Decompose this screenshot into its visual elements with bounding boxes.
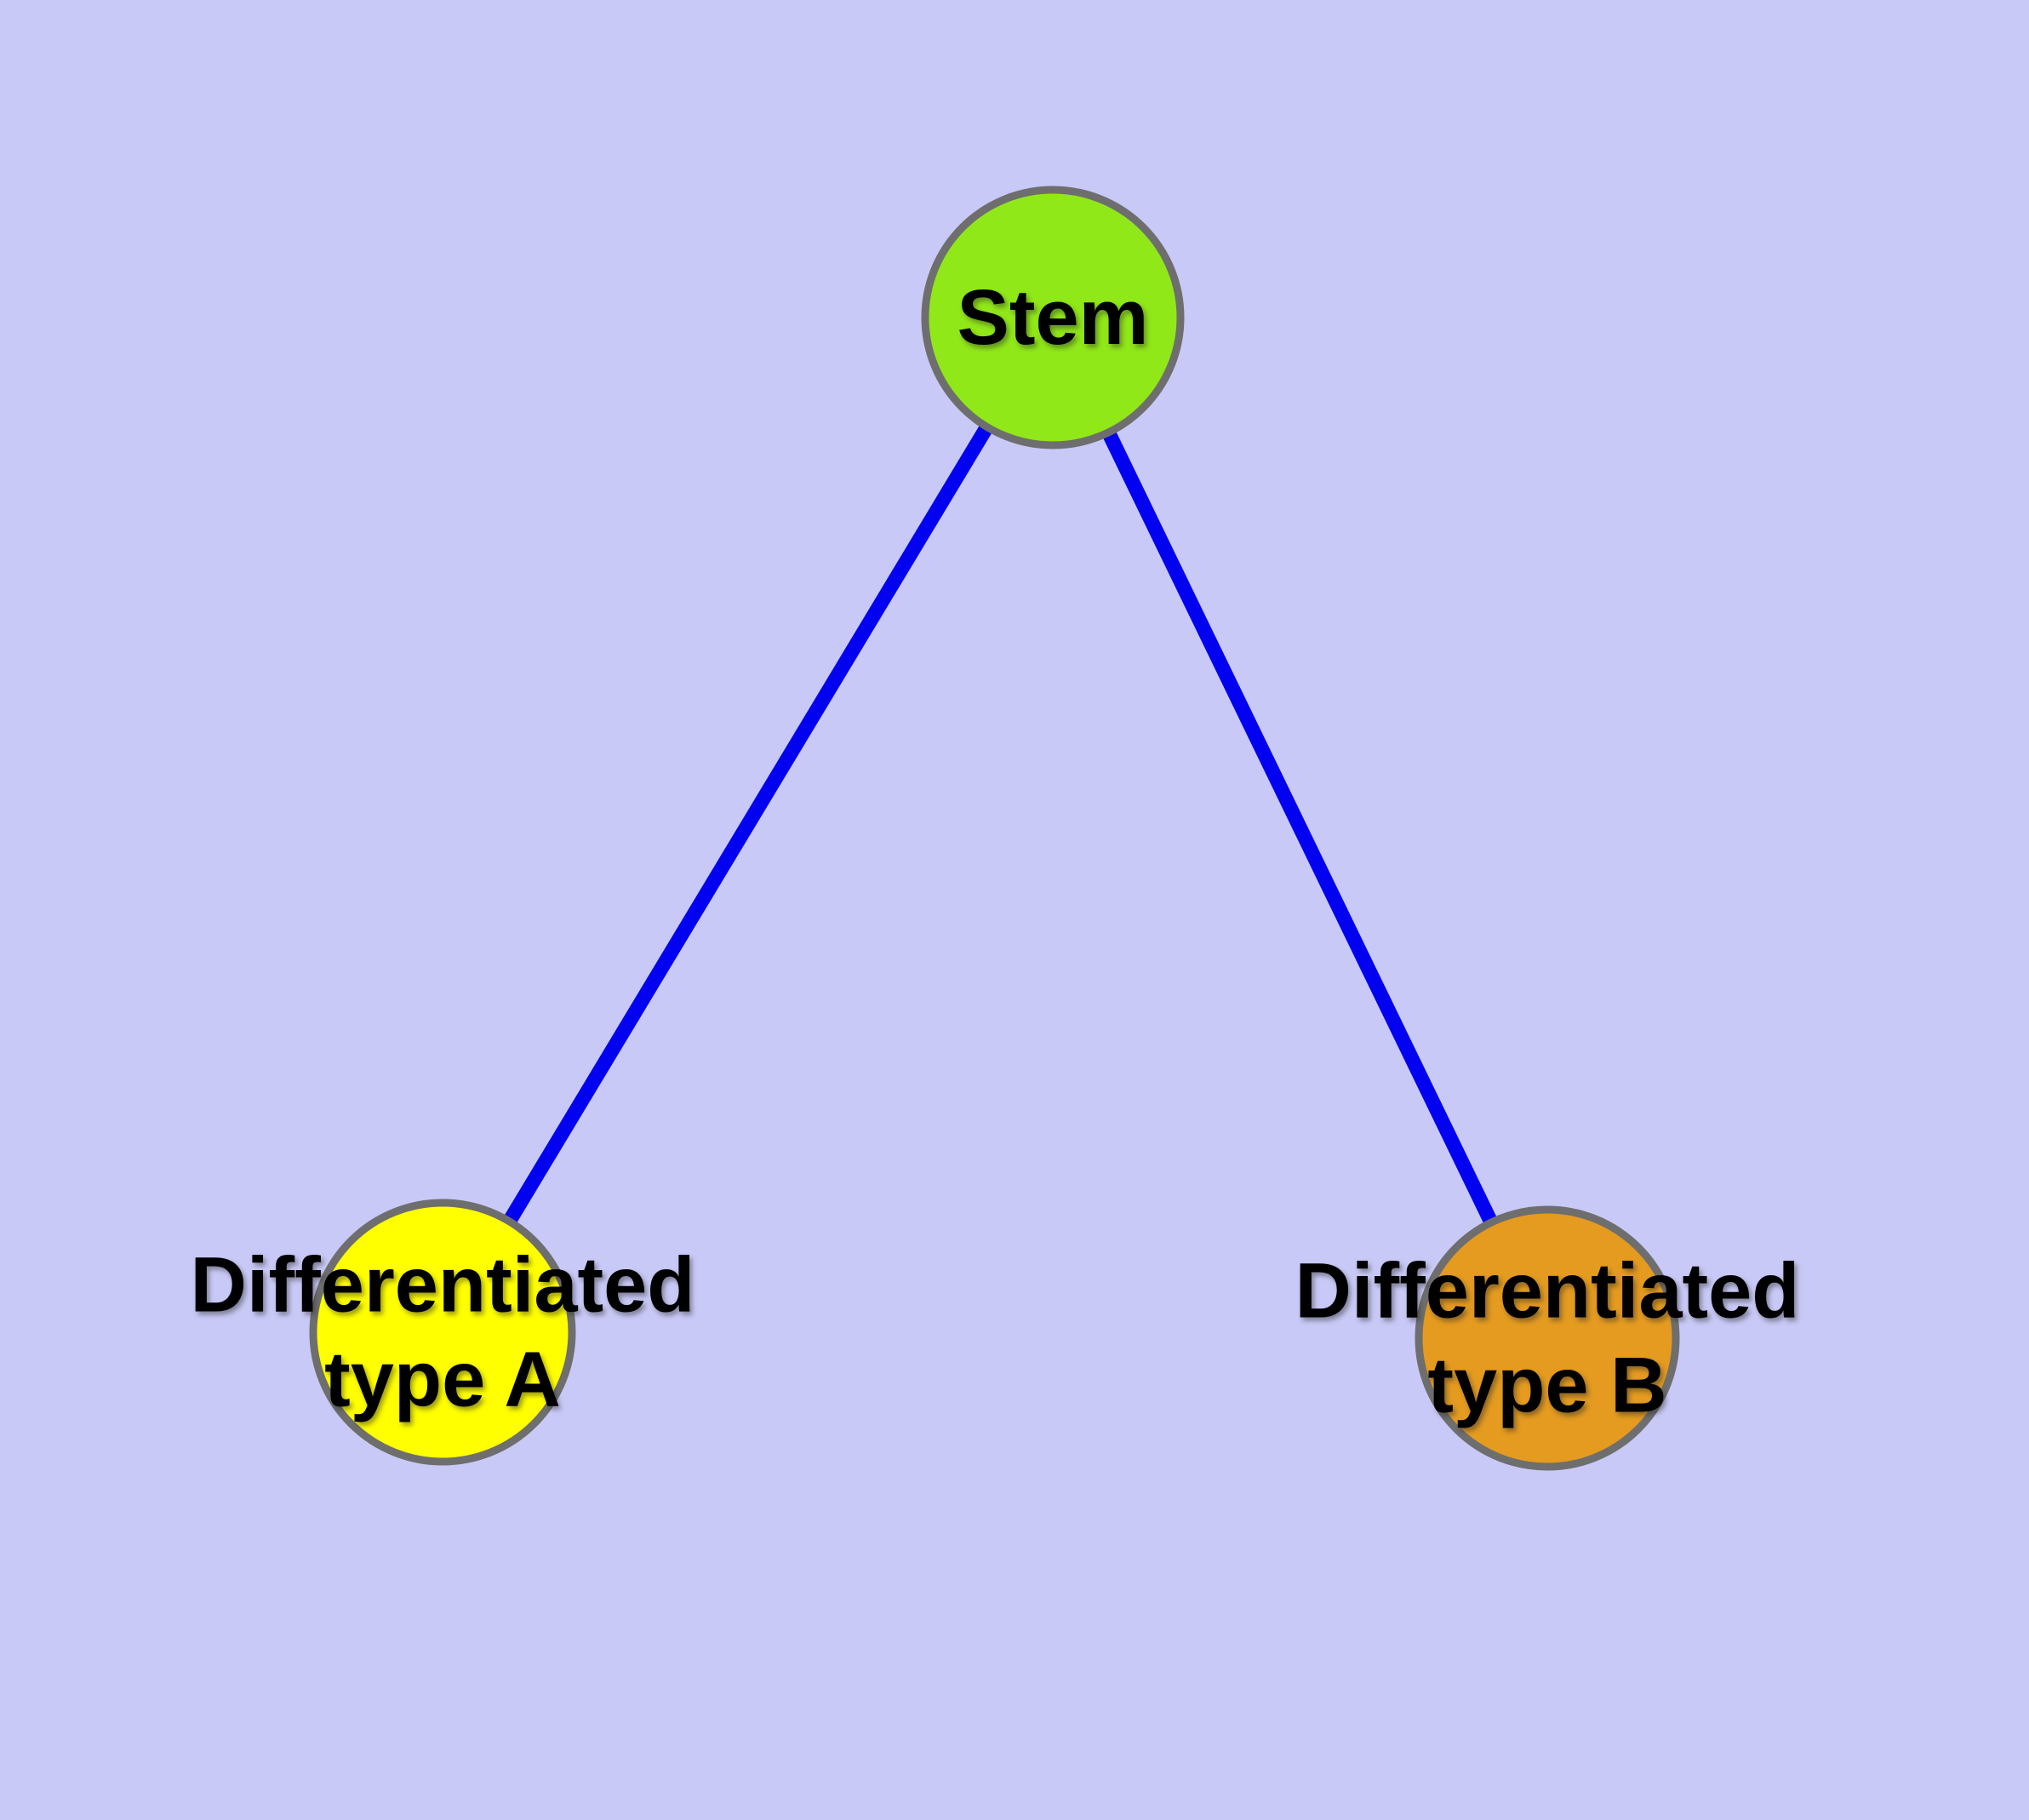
node-circle-differentiated-type-a [309, 1199, 576, 1466]
node-stem: Stem [921, 186, 1185, 449]
node-circle-differentiated-type-b [1415, 1205, 1680, 1471]
node-label-line: Differentiated [1295, 1248, 1800, 1335]
node-circle-stem [921, 186, 1185, 449]
edge-stem-to-differentiated-type-b [1101, 429, 1498, 1226]
node-label-line: Differentiated [191, 1242, 695, 1329]
node-label-line: type B [1427, 1342, 1666, 1429]
node-label-stem: Stem [957, 274, 1149, 361]
edge-stem-to-differentiated-type-a [503, 423, 993, 1226]
node-label-line: type A [324, 1336, 561, 1423]
node-label-line: Stem [957, 274, 1149, 361]
